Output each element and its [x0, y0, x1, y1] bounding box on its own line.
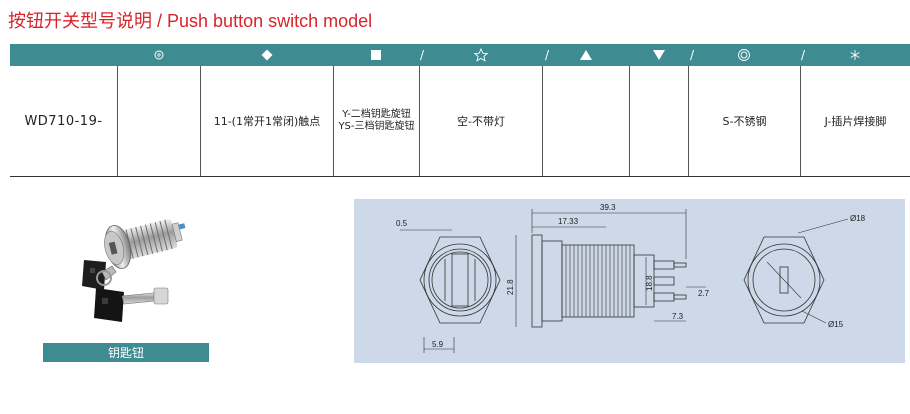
separator-slash: / [690, 48, 695, 62]
dimension-label: 7.3 [672, 312, 684, 321]
photo-caption: 钥匙钮 [43, 343, 209, 362]
star-icon [420, 44, 542, 66]
key-option-three: YS-三档钥匙旋钮 [338, 121, 415, 132]
cell-blank [118, 66, 200, 176]
cell-blank [543, 66, 629, 176]
cell-terminal: J-插片焊接脚 [824, 114, 887, 128]
separator-slash: / [420, 48, 425, 62]
dimension-label: Ø18 [850, 214, 866, 223]
dimension-label: Ø15 [828, 320, 844, 329]
cell-key-type: Y-二档钥匙旋钮 YS-三档钥匙旋钮 [334, 66, 419, 176]
cell-blank [630, 66, 688, 176]
dimension-label: 17.33 [558, 217, 579, 226]
cell-model: WD710-19- [24, 113, 103, 129]
dimension-label: 2.7 [698, 289, 710, 298]
diamond-icon [200, 44, 333, 66]
ring-icon [118, 44, 200, 66]
cell-contact: 11-(1常开1常闭)触点 [213, 114, 321, 128]
dimension-label: 5.9 [432, 340, 444, 349]
product-photo [44, 200, 210, 340]
page-title: 按钮开关型号说明 / Push button switch model [8, 9, 372, 34]
asterisk-icon [800, 44, 910, 66]
title-separator: / [152, 11, 168, 31]
dimension-label: 21.8 [506, 279, 515, 295]
dimension-drawing: 0.5 5.9 17.33 39.3 21.8 18.8 2.7 7.3 Ø18… [354, 199, 905, 363]
double-circle-icon [688, 44, 800, 66]
table-header: / / / / [10, 44, 910, 66]
dimension-label: 0.5 [396, 219, 408, 228]
separator-slash: / [801, 48, 806, 62]
triangle-down-icon [630, 44, 688, 66]
triangle-up-icon [542, 44, 630, 66]
separator-slash: / [545, 48, 550, 62]
key-option-two: Y-二档钥匙旋钮 [342, 109, 411, 120]
cell-lamp: 空-不带灯 [457, 114, 505, 128]
dimension-label: 39.3 [600, 203, 616, 212]
table-row: WD710-19- 11-(1常开1常闭)触点 Y-二档钥匙旋钮 YS-三档钥匙… [10, 66, 910, 177]
square-icon [333, 44, 418, 66]
dimension-label: 18.8 [645, 275, 654, 291]
title-en: Push button switch model [167, 11, 373, 31]
title-cn: 按钮开关型号说明 [8, 11, 152, 32]
cell-material: S-不锈钢 [722, 114, 767, 128]
